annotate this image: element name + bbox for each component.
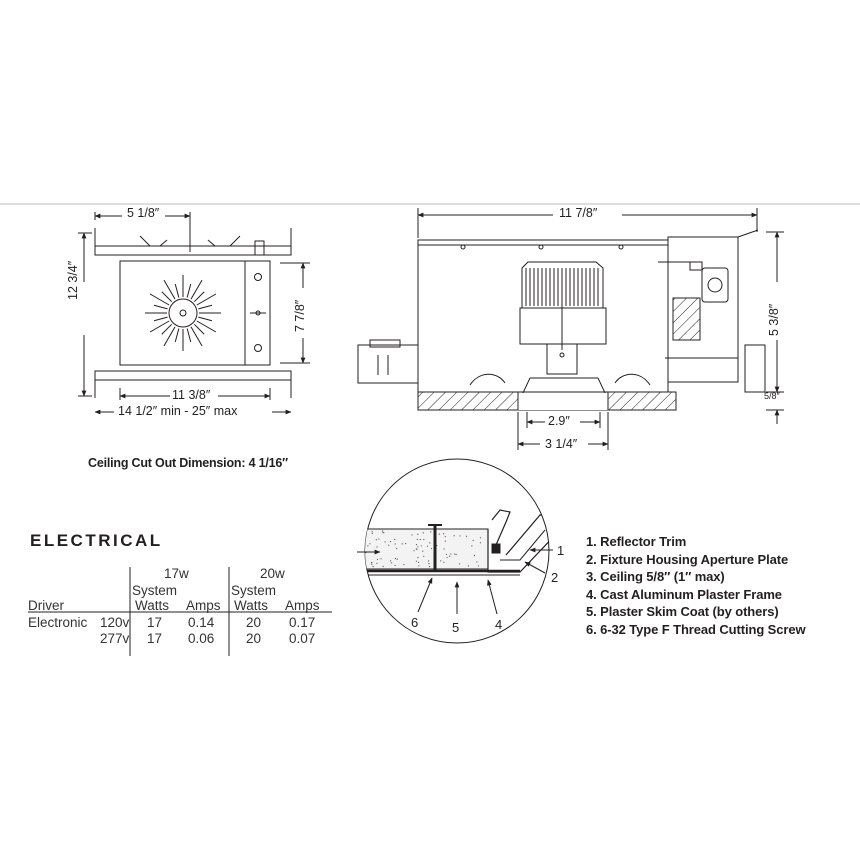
side-housing (417, 239, 669, 393)
side-dim-right-small: 5/8″ (764, 391, 780, 401)
row1-w20-amps: 0.17 (289, 615, 316, 630)
plan-view (78, 212, 310, 415)
legend-item-5: 5. Plaster Skim Coat (by others) (586, 604, 779, 619)
sub-amps-17: Amps (186, 598, 221, 613)
row1-voltage: 120v (100, 615, 130, 630)
side-dim-aperture-outer: 3 1/4″ (545, 437, 578, 451)
side-dim-aperture-inner: 2.9″ (548, 414, 570, 428)
row1-w20-watts: 20 (246, 615, 262, 630)
plan-dim-top: 5 1/8″ (127, 206, 160, 220)
row1-w17-amps: 0.14 (188, 615, 215, 630)
detail-legend: 1. Reflector Trim 2. Fixture Housing Ape… (586, 533, 806, 638)
detail-circle (28, 458, 553, 656)
row2-w17-watts: 17 (147, 631, 163, 646)
legend-item-1: 1. Reflector Trim (586, 534, 687, 549)
legend-item-3: 3. Ceiling 5/8″ (1″ max) (586, 569, 725, 584)
callout-1: 1 (557, 543, 565, 558)
side-dim-top: 11 7/8″ (559, 206, 598, 220)
plan-dim-bottom-inner: 11 3/8″ (172, 388, 211, 402)
plan-top-rail (94, 245, 292, 256)
sub-watts-17: Watts (135, 598, 170, 613)
ceiling-cutout-note: Ceiling Cut Out Dimension: 4 1/16″ (88, 456, 288, 470)
side-dim-right: 5 3/8″ (767, 303, 781, 336)
row2-w20-watts: 20 (246, 631, 262, 646)
legend-item-6: 6. 6-32 Type F Thread Cutting Screw (586, 621, 806, 637)
group-17w: 17w (164, 566, 189, 581)
sub-watts-20: Watts (234, 598, 269, 613)
sub-amps-20: Amps (285, 598, 320, 613)
row1-w17-watts: 17 (147, 615, 163, 630)
plan-bottom-rail (94, 370, 292, 381)
legend-item-2: 2. Fixture Housing Aperture Plate (586, 551, 789, 567)
legend-item-4: 4. Cast Aluminum Plaster Frame (586, 586, 782, 602)
sub-system-20: System (231, 583, 277, 598)
driver-header: Driver (28, 598, 64, 613)
callout-2: 2 (551, 570, 559, 585)
callout-6: 6 (411, 615, 419, 630)
row2-voltage: 277v (100, 631, 130, 646)
plan-dim-left: 12 3/4″ (66, 260, 80, 300)
electrical-title: ELECTRICAL (30, 531, 163, 550)
callout-4: 4 (495, 617, 503, 632)
callout-5: 5 (452, 620, 460, 635)
row2-w17-amps: 0.06 (188, 631, 215, 646)
plan-housing (119, 260, 271, 366)
plan-dim-bottom-outer: 14 1/2″ min - 25″ max (118, 404, 238, 418)
side-view (357, 208, 784, 450)
junction-box (667, 236, 739, 383)
row2-w20-amps: 0.07 (289, 631, 316, 646)
plan-dim-right: 7 7/8″ (293, 299, 307, 332)
row1-driver: Electronic (28, 615, 88, 630)
sub-system-17: System (132, 583, 178, 598)
group-20w: 20w (260, 566, 285, 581)
